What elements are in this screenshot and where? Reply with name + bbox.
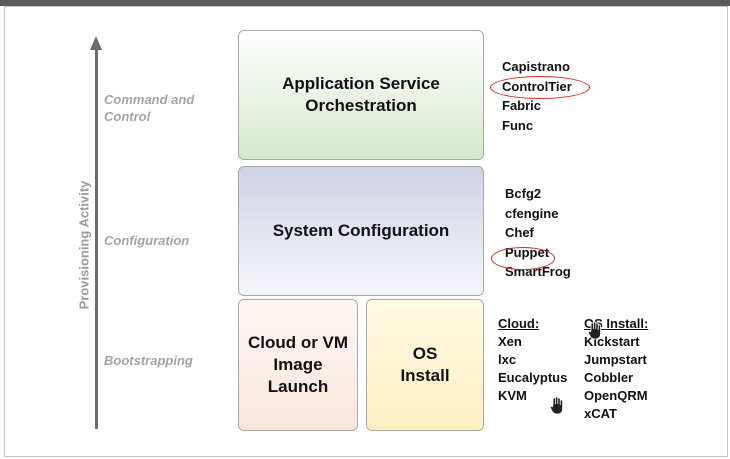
cloud-heading: Cloud: (498, 316, 540, 331)
cloud-tools-list: Cloud: Xen lxc Eucalyptus KVM (498, 315, 567, 405)
box-label: System Configuration (272, 221, 450, 240)
tool-item: Cobbler (584, 370, 634, 385)
tool-item: OpenQRM (584, 388, 648, 403)
tool-item: Capistrano (502, 59, 570, 74)
box-system-configuration: System Configuration (238, 166, 484, 296)
box-os-install: OS Install (366, 299, 484, 431)
tool-item: KVM (498, 388, 527, 403)
tool-item: lxc (498, 352, 517, 367)
axis-title: Provisioning Activity (76, 180, 92, 310)
box-label: Cloud or VM Image Launch (247, 333, 349, 396)
tool-item: xCAT (584, 406, 617, 421)
arrow-up-icon (90, 36, 102, 50)
tool-item: Jumpstart (584, 352, 647, 367)
box-cloud-vm-image-launch: Cloud or VM Image Launch (238, 299, 358, 431)
tool-item: Eucalyptus (498, 370, 568, 385)
os-install-tools-list: OS Install: Kickstart Jumpstart Cobbler … (584, 315, 648, 423)
level-label-command-and-control: Command and Control (104, 92, 195, 124)
level-label-configuration: Configuration (104, 233, 190, 248)
tool-item: Func (502, 117, 534, 133)
hand-cursor-icon (588, 321, 601, 340)
tool-item: Bcfg2 (505, 186, 542, 201)
tool-item: Xen (498, 334, 522, 349)
provisioning-axis-line (95, 48, 98, 429)
tool-item: Chef (505, 225, 534, 240)
box-label: OS Install (400, 344, 450, 385)
box-label: Application Service Orchestration (282, 74, 440, 115)
highlight-circle-controltier (490, 76, 590, 99)
hand-cursor-icon (550, 396, 563, 415)
level-label-bootstrapping: Bootstrapping (104, 353, 193, 368)
box-application-service-orchestration: Application Service Orchestration (238, 30, 484, 160)
window-top-bar (0, 0, 730, 6)
highlight-circle-puppet (491, 247, 555, 270)
tool-item: Fabric (502, 98, 542, 113)
tool-item: cfengine (505, 205, 559, 221)
